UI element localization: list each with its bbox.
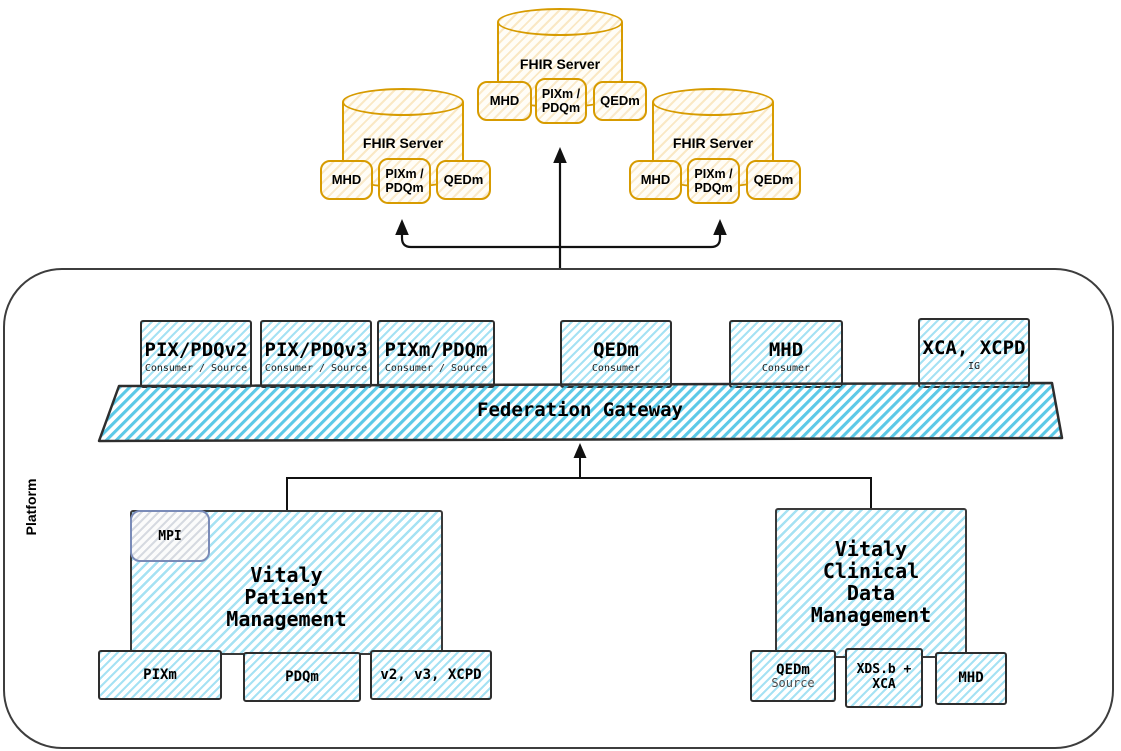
fhir-server-center: FHIR Server bbox=[497, 8, 623, 108]
module-sublabel: Source bbox=[771, 676, 815, 691]
cylinder-top-ellipse bbox=[497, 8, 623, 36]
module-mhd: MHD bbox=[320, 160, 373, 200]
protocol-subtitle: Consumer / Source bbox=[144, 363, 248, 374]
protocol-title: PIXm/PDQm bbox=[384, 339, 488, 361]
arrow-to-left-server bbox=[400, 229, 560, 249]
module-label: v2, v3, XCPD bbox=[380, 666, 482, 683]
protocol-title: QEDm bbox=[593, 339, 639, 361]
fhir-server-title: FHIR Server bbox=[519, 56, 601, 72]
module-qedm-source: QEDm Source bbox=[750, 650, 836, 702]
arrow-to-right-server bbox=[560, 229, 722, 249]
module-label: PDQm bbox=[285, 668, 319, 685]
module-label: QEDm bbox=[776, 661, 810, 678]
protocol-title: XCA, XCPD bbox=[922, 337, 1026, 359]
protocol-subtitle: Consumer bbox=[761, 363, 811, 374]
vitaly-patient-management-title: Vitaly Patient Management bbox=[226, 563, 347, 631]
protocol-xca-xcpd: XCA, XCPD IG bbox=[918, 318, 1030, 388]
module-mhd-source: MHD bbox=[935, 652, 1007, 705]
module-pixm-pdqm: PIXm / PDQm bbox=[378, 158, 431, 204]
module-v2-v3-xcpd: v2, v3, XCPD bbox=[370, 650, 492, 700]
module-mhd: MHD bbox=[629, 160, 682, 200]
protocol-mhd: MHD Consumer bbox=[729, 320, 843, 388]
platform-outline bbox=[3, 268, 1114, 749]
protocol-title: PIX/PDQv3 bbox=[264, 339, 368, 361]
protocol-subtitle: IG bbox=[967, 361, 981, 372]
module-xdsb-xca: XDS.b + XCA bbox=[845, 648, 923, 708]
federation-gateway-label: Federation Gateway bbox=[477, 399, 683, 421]
cylinder-top-ellipse bbox=[652, 88, 774, 116]
module-qedm: QEDm bbox=[436, 160, 491, 200]
protocol-subtitle: Consumer / Source bbox=[264, 363, 368, 374]
protocol-title: PIX/PDQv2 bbox=[144, 339, 248, 361]
arrowhead-gateway bbox=[573, 443, 587, 458]
module-qedm: QEDm bbox=[593, 81, 647, 121]
fhir-server-title: FHIR Server bbox=[672, 135, 754, 151]
protocol-pixm-pdqm: PIXm/PDQm Consumer / Source bbox=[377, 320, 495, 388]
arrowhead-right bbox=[713, 219, 727, 235]
protocol-qedm: QEDm Consumer bbox=[560, 320, 672, 388]
arrowhead-center bbox=[553, 147, 567, 163]
module-label: XDS.b + XCA bbox=[856, 662, 912, 692]
module-pdqm: PDQm bbox=[243, 652, 361, 702]
mpi-box: MPI bbox=[130, 510, 210, 562]
vitaly-clinical-data-management-box: Vitaly Clinical Data Management bbox=[775, 508, 967, 658]
protocol-pix-pdqv3: PIX/PDQv3 Consumer / Source bbox=[260, 320, 372, 388]
protocol-title: MHD bbox=[768, 339, 804, 361]
connector-vitaly-bus bbox=[286, 477, 872, 510]
cylinder-top-ellipse bbox=[342, 88, 464, 116]
protocol-subtitle: Consumer bbox=[591, 363, 641, 374]
module-qedm: QEDm bbox=[746, 160, 801, 200]
protocol-pix-pdqv2: PIX/PDQv2 Consumer / Source bbox=[140, 320, 252, 388]
arrowhead-left bbox=[395, 219, 409, 235]
module-pixm-pdqm: PIXm / PDQm bbox=[687, 158, 740, 204]
module-label: MHD bbox=[958, 670, 984, 687]
module-label: PIXm bbox=[143, 666, 177, 683]
platform-label: Platform bbox=[23, 478, 39, 536]
module-pixm: PIXm bbox=[98, 650, 222, 700]
protocol-subtitle: Consumer / Source bbox=[384, 363, 488, 374]
vitaly-clinical-data-management-title: Vitaly Clinical Data Management bbox=[810, 537, 932, 627]
fhir-server-title: FHIR Server bbox=[362, 135, 444, 151]
module-mhd: MHD bbox=[477, 81, 532, 121]
module-pixm-pdqm: PIXm / PDQm bbox=[535, 78, 587, 124]
